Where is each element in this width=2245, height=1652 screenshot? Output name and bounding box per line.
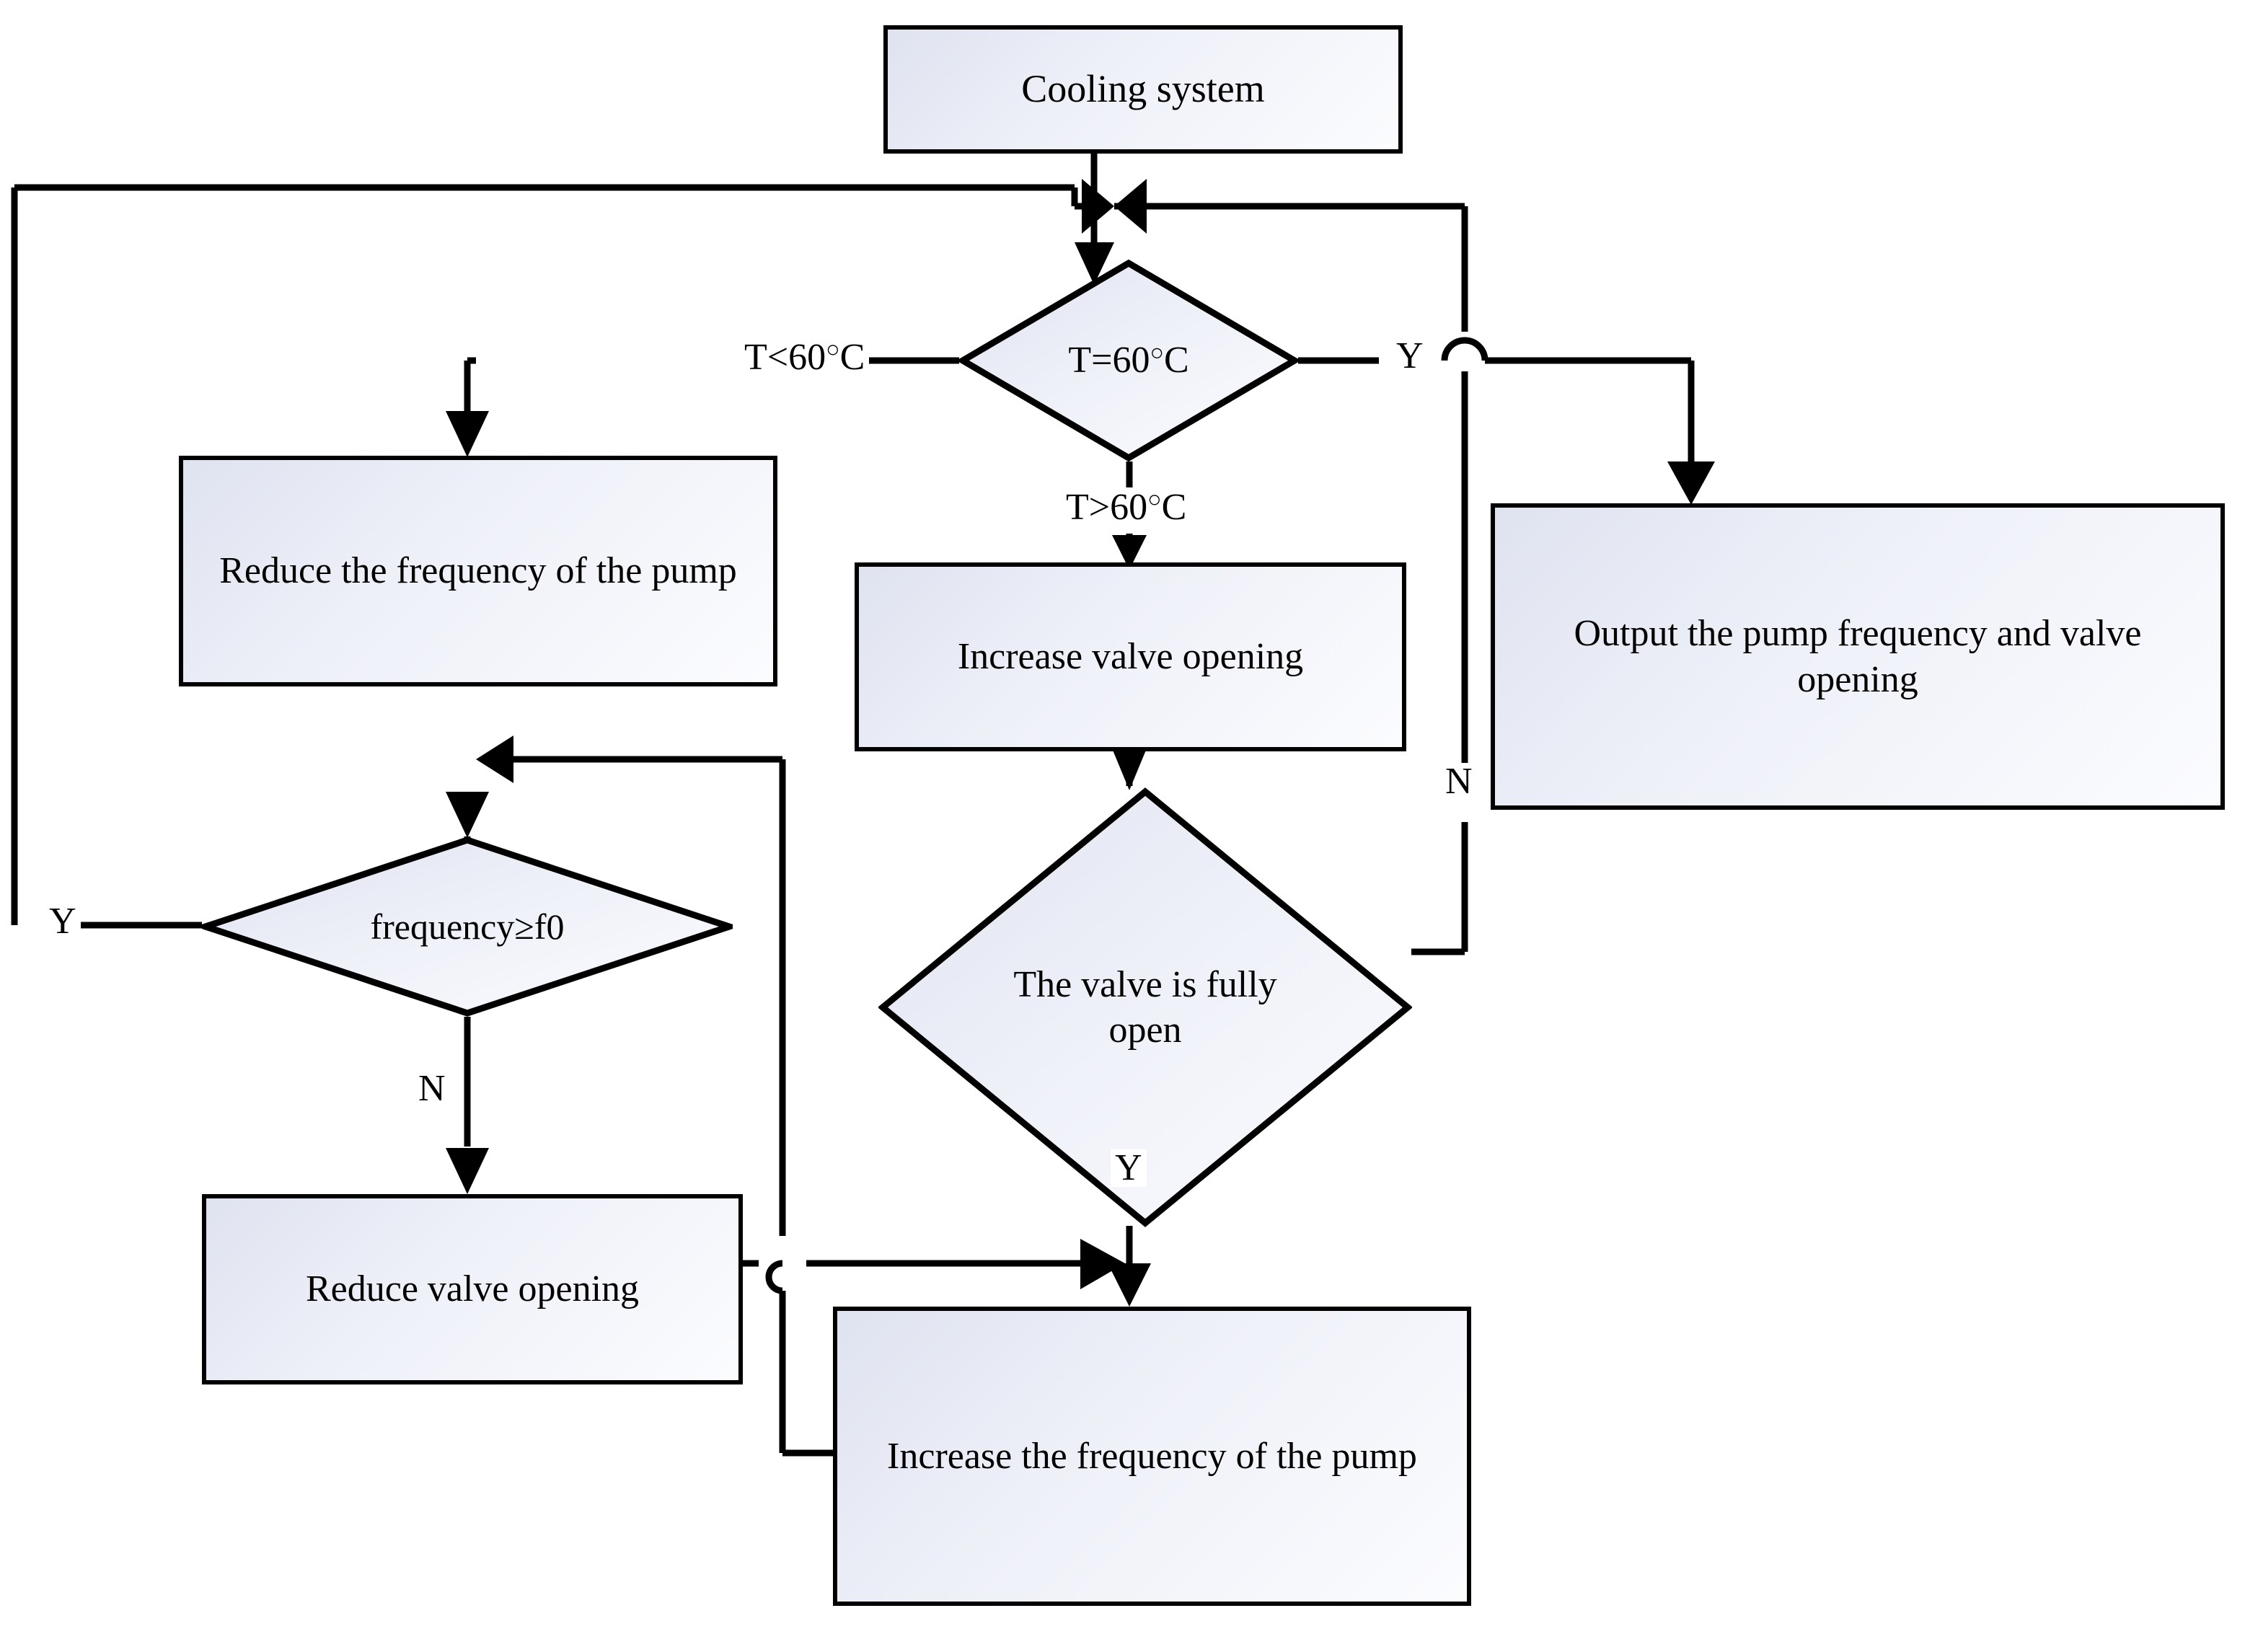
edge-label-frequency-yes: Y: [45, 903, 81, 940]
edge-label-valve-yes: Y: [1111, 1149, 1147, 1187]
node-valve-fully-open-decision-label: The valve is fully open: [1013, 963, 1277, 1051]
node-reduce-valve-opening-label: Reduce valve opening: [305, 1268, 640, 1310]
node-increase-valve-opening-label: Increase valve opening: [957, 636, 1304, 678]
edge-label-temp-less: T<60○C: [740, 337, 870, 376]
diamond-shape: [202, 836, 733, 1017]
node-frequency-decision[interactable]: frequency≥f0: [202, 836, 733, 1017]
node-temp-decision-label: T=60○C: [1068, 339, 1189, 381]
node-output-values-label: Output the pump frequency and valve open…: [1574, 613, 2142, 700]
node-cooling-system[interactable]: Cooling system: [883, 25, 1403, 154]
diamond-shape: [959, 260, 1298, 461]
node-increase-pump-frequency[interactable]: Increase the frequency of the pump: [833, 1307, 1471, 1606]
node-valve-fully-open-decision[interactable]: The valve is fully open: [878, 787, 1412, 1227]
node-reduce-valve-opening[interactable]: Reduce valve opening: [202, 1194, 743, 1384]
edge-label-temp-yes: Y: [1392, 337, 1428, 375]
node-increase-pump-frequency-label: Increase the frequency of the pump: [887, 1435, 1417, 1477]
edge-label-temp-greater: T>60○C: [1062, 487, 1191, 526]
node-cooling-system-label: Cooling system: [1021, 67, 1265, 111]
node-increase-valve-opening[interactable]: Increase valve opening: [855, 562, 1406, 751]
edge-label-valve-no: N: [1441, 763, 1477, 800]
node-reduce-pump-frequency[interactable]: Reduce the frequency of the pump: [179, 456, 777, 686]
node-frequency-decision-label: frequency≥f0: [370, 906, 565, 947]
edge-label-frequency-no: N: [414, 1070, 450, 1108]
diamond-shape: [878, 787, 1412, 1227]
node-reduce-pump-frequency-label: Reduce the frequency of the pump: [219, 550, 737, 592]
node-temp-decision[interactable]: T=60○C: [959, 260, 1298, 461]
node-output-values[interactable]: Output the pump frequency and valve open…: [1491, 503, 2225, 810]
